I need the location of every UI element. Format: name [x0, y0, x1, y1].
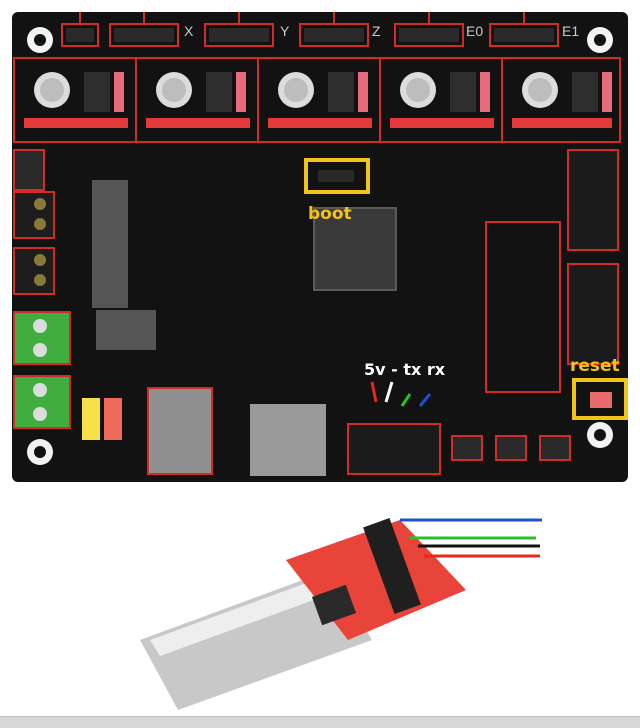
usb-plug	[140, 570, 372, 710]
driver-caps	[24, 72, 612, 128]
exp-port-2	[567, 263, 619, 365]
axis-label-e0: E0	[466, 23, 484, 39]
driver-slots	[135, 58, 503, 142]
axis-label-e1: E1	[562, 23, 580, 39]
mcu-chip	[313, 207, 397, 291]
driver-slots-frame	[13, 57, 621, 143]
reset-button	[590, 392, 612, 408]
pins-callout: 5v - tx rx	[364, 360, 446, 379]
driver-jumper-grid	[485, 221, 561, 393]
axis-label-y: Y	[280, 23, 290, 39]
heater-terminal-1	[13, 191, 55, 239]
reset-button-highlight	[572, 378, 628, 420]
boot-callout: boot	[308, 204, 352, 224]
usb-port	[147, 387, 213, 475]
fuse-20	[82, 398, 100, 440]
usb-ttl-adapter	[140, 517, 466, 710]
adapter-header	[363, 517, 421, 615]
fuse-10	[104, 398, 122, 440]
wire-mark-green	[400, 393, 412, 407]
wire-mark-black	[384, 381, 394, 403]
page-bottom-bar	[0, 716, 640, 728]
heater-terminal-2	[13, 247, 55, 295]
aux-header	[347, 423, 441, 475]
exp-port-1	[567, 149, 619, 251]
reset-callout: reset	[570, 356, 620, 376]
adapter-chip	[311, 584, 357, 626]
fan-connector	[13, 149, 45, 191]
sd-card-slot	[250, 404, 326, 476]
bottom-connector-3	[539, 435, 571, 461]
wire-mark-red	[370, 381, 378, 403]
axis-label-x: X	[184, 23, 194, 39]
bottom-connector-2	[495, 435, 527, 461]
boot-jumper-highlight	[304, 158, 370, 194]
bottom-connector-1	[451, 435, 483, 461]
axis-label-z: Z	[372, 23, 381, 39]
mosfets	[92, 180, 156, 350]
wire-mark-blue	[418, 393, 432, 407]
adapter-wires	[400, 518, 542, 558]
